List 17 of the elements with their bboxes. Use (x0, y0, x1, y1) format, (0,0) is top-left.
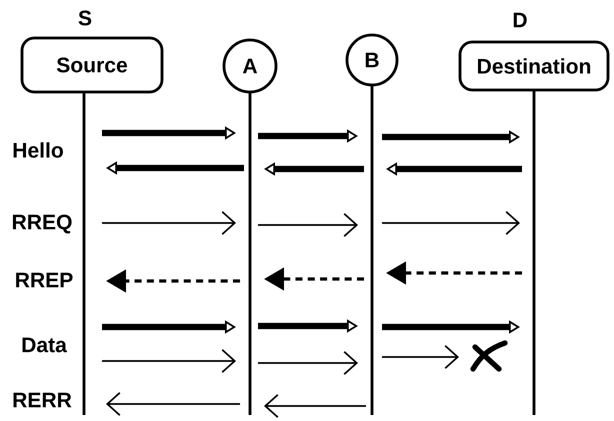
participant-box: Destination (458, 40, 610, 92)
node-label: S (78, 10, 92, 26)
arrow (258, 213, 358, 237)
row-label: Hello (14, 142, 63, 158)
arrow (106, 392, 240, 416)
participant-box: Source (20, 36, 164, 94)
arrow (382, 345, 459, 369)
arrow (264, 394, 366, 418)
arrow (102, 211, 236, 235)
row-label: Data (22, 338, 67, 352)
node-label: D (514, 12, 527, 28)
row-label: RREQ (12, 214, 72, 234)
row-label: RREP (16, 272, 73, 288)
arrow (102, 349, 236, 373)
arrow (258, 351, 358, 375)
arrow (382, 211, 520, 235)
row-label: RERR (14, 392, 72, 408)
